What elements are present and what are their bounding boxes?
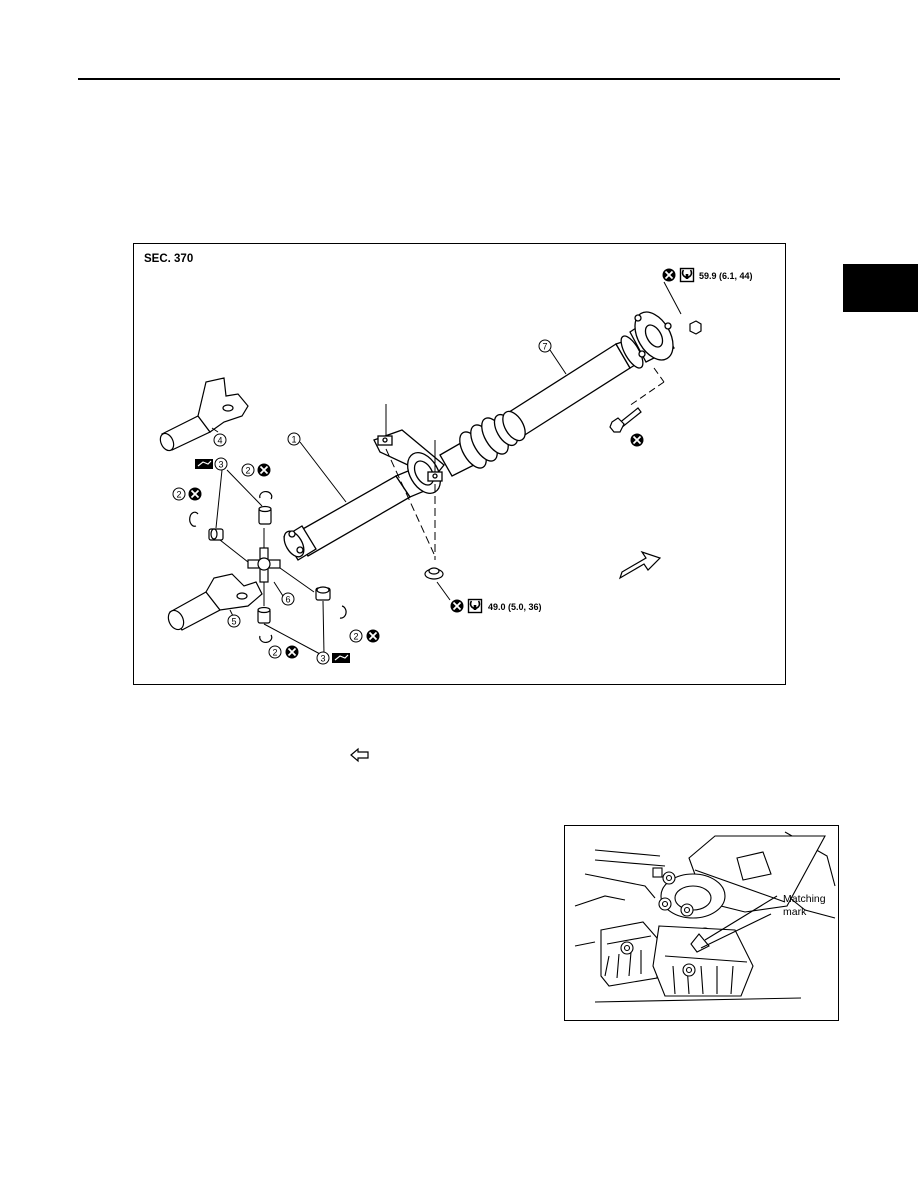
do-not-reuse-icon [449,598,465,614]
do-not-reuse-icon [629,432,645,448]
matching-mark-photo: Matching mark [564,825,839,1021]
callout-5: 5 [227,614,241,628]
propeller-shaft-exploded-diagram: SEC. 370 [133,243,786,685]
callout-3-bottom: 3 [316,651,330,665]
svg-text:2: 2 [245,466,250,476]
do-not-reuse-icon [256,462,272,478]
do-not-reuse-icon [187,486,203,502]
flange-yoke-5 [167,573,263,631]
journal-spider [247,547,281,583]
snap-rings [189,491,347,643]
callout-2-bottom: 2 [268,645,282,659]
center-bearing-bracket [373,429,445,494]
flange-bolt [609,407,642,433]
callout-3-top: 3 [214,457,228,471]
front-arrow-icon [618,550,662,580]
front-yoke-flange [283,525,317,561]
hollow-left-arrow-icon [349,747,371,763]
bearing-top [258,505,272,525]
bearing-left [208,528,224,541]
svg-text:2: 2 [176,490,181,500]
rear-flange [629,311,675,363]
torque-spec-upper: 59.9 (6.1, 44) [699,271,753,281]
do-not-reuse-icon [365,628,381,644]
matching-mark-label-line1: Matching [783,893,826,905]
grease-icon [331,652,351,664]
do-not-reuse-icon [284,644,300,660]
matching-mark-label-line2: mark [783,906,807,918]
center-bearing-nut [424,567,444,580]
callout-2-top: 2 [241,463,255,477]
callout-2-left: 2 [172,487,186,501]
svg-text:4: 4 [217,436,222,446]
svg-text:2: 2 [272,648,277,658]
callout-1: 1 [287,432,301,446]
torque-spec-lower: 49.0 (5.0, 36) [488,602,542,612]
flange-nut [663,281,702,335]
section-label: SEC. 370 [144,253,193,265]
svg-text:3: 3 [320,654,325,664]
callout-7: 7 [538,339,552,353]
torque-wrench-icon [467,598,483,614]
svg-text:3: 3 [218,460,223,470]
torque-wrench-icon [679,267,695,283]
svg-text:2: 2 [353,632,358,642]
section-index-tab [843,264,918,312]
svg-text:1: 1 [291,435,296,445]
do-not-reuse-icon [661,267,677,283]
grease-icon [194,458,214,470]
svg-text:5: 5 [231,617,236,627]
callout-4: 4 [213,433,227,447]
svg-text:6: 6 [285,595,290,605]
callout-6: 6 [281,592,295,606]
svg-text:7: 7 [542,342,547,352]
callout-2-right: 2 [349,629,363,643]
rear-tube [502,335,644,442]
bearing-right [315,586,331,601]
header-rule [78,78,840,80]
bearing-bottom [257,606,271,624]
flange-yoke-4 [159,377,249,452]
